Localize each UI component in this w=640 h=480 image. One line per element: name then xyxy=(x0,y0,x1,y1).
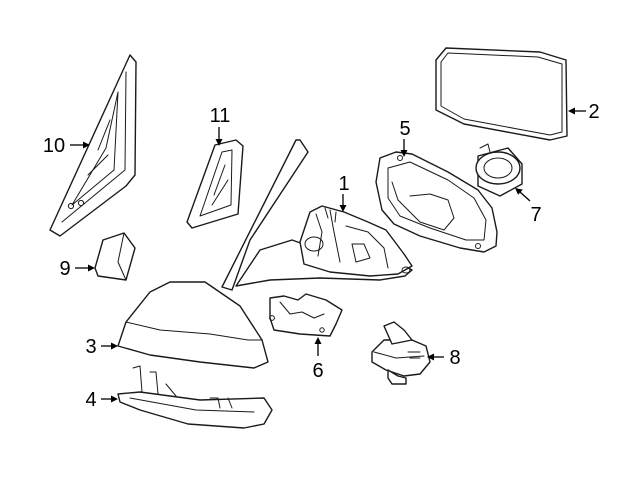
callout-9: 9 xyxy=(59,258,70,280)
part-10-triangle-trim xyxy=(49,54,137,237)
part-7-motor-disc xyxy=(475,143,523,197)
leader-lines xyxy=(70,107,586,403)
callout-labels: 10 11 1 5 2 7 9 3 4 6 8 xyxy=(43,101,600,411)
callout-8: 8 xyxy=(449,347,460,369)
callout-7: 7 xyxy=(530,204,541,226)
callout-11: 11 xyxy=(210,105,231,127)
part-9-cover xyxy=(94,232,136,281)
part-5-housing xyxy=(375,151,498,253)
callout-5: 5 xyxy=(399,118,410,140)
part-11-seal xyxy=(186,139,244,229)
part-3-mirror-cap xyxy=(117,281,269,369)
callout-4: 4 xyxy=(85,389,96,411)
part-2-mirror-glass xyxy=(435,47,568,141)
callout-1: 1 xyxy=(338,173,349,195)
callout-10: 10 xyxy=(43,135,65,157)
callout-3: 3 xyxy=(85,336,96,358)
part-1-mirror-assembly xyxy=(221,139,413,291)
callout-6: 6 xyxy=(312,360,323,382)
part-4-lower-trim xyxy=(117,365,273,429)
part-8-actuator xyxy=(371,321,431,385)
part-6-bracket xyxy=(269,293,343,337)
callout-2: 2 xyxy=(588,101,599,123)
